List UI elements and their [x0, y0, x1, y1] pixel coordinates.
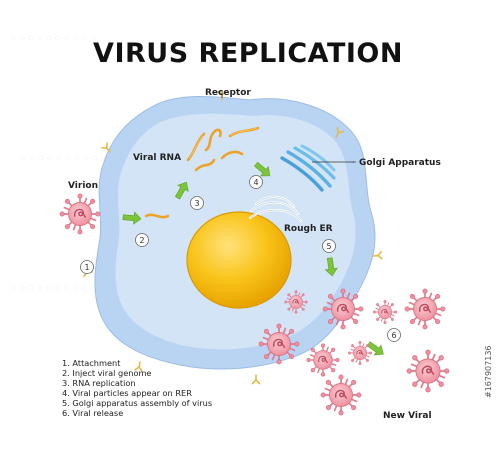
step-1: 1: [84, 263, 89, 272]
step-4: 4: [253, 178, 258, 187]
legend: 1. Attachment 2. Inject viral genome 3. …: [62, 358, 212, 418]
legend-item-1: 1. Attachment: [62, 358, 121, 368]
legend-item-4: 4. Viral particles appear on RER: [62, 388, 192, 398]
svg-text:◇ ◇ ◇ ◇ ◇ ◇ ◇ ◇ ◇ ◇: ◇ ◇ ◇ ◇ ◇ ◇ ◇ ◇ ◇ ◇: [20, 153, 107, 162]
legend-item-2: 2. Inject viral genome: [62, 368, 151, 378]
svg-text:◇ ◇ ◇ ◇ ◇ ◇ ◇ ◇ ◇ ◇: ◇ ◇ ◇ ◇ ◇ ◇ ◇ ◇ ◇ ◇: [10, 33, 97, 42]
legend-item-6: 6. Viral release: [62, 408, 123, 418]
legend-item-5: 5. Golgi apparatus assembly of virus: [62, 398, 212, 408]
step-markers: 1 2 3 4 5 6: [80, 175, 401, 342]
leader-lines: [221, 91, 356, 163]
step-5: 5: [326, 242, 331, 251]
step-6: 6: [391, 331, 396, 340]
svg-text:◇ ◇ ◇ ◇ ◇ ◇ ◇ ◇ ◇ ◇: ◇ ◇ ◇ ◇ ◇ ◇ ◇ ◇ ◇ ◇: [10, 283, 97, 292]
step-3: 3: [194, 199, 199, 208]
golgi-apparatus: [280, 144, 336, 192]
rough-er-outline: [249, 196, 302, 222]
stock-id-watermark: #167907136: [484, 345, 493, 398]
nucleus: [186, 211, 292, 309]
label-viral-rna: Viral RNA: [133, 153, 181, 163]
label-virion: Virion: [68, 181, 98, 191]
label-rough-er: Rough ER: [284, 224, 333, 234]
rna-highlights: [188, 127, 258, 159]
virion-incoming: [59, 193, 101, 235]
label-new-viral: New Viral: [383, 411, 432, 421]
diagram-title: VIRUS REPLICATION: [93, 38, 403, 69]
watermark-pattern: ◇ ◇ ◇ ◇ ◇ ◇ ◇ ◇ ◇ ◇ ◇ ◇ ◇ ◇ ◇ ◇ ◇ ◇ ◇ ◇ …: [10, 33, 107, 292]
label-golgi-apparatus: Golgi Apparatus: [359, 158, 441, 168]
label-receptor: Receptor: [205, 88, 251, 98]
step-2: 2: [139, 236, 144, 245]
legend-item-3: 3. RNA replication: [62, 378, 136, 388]
